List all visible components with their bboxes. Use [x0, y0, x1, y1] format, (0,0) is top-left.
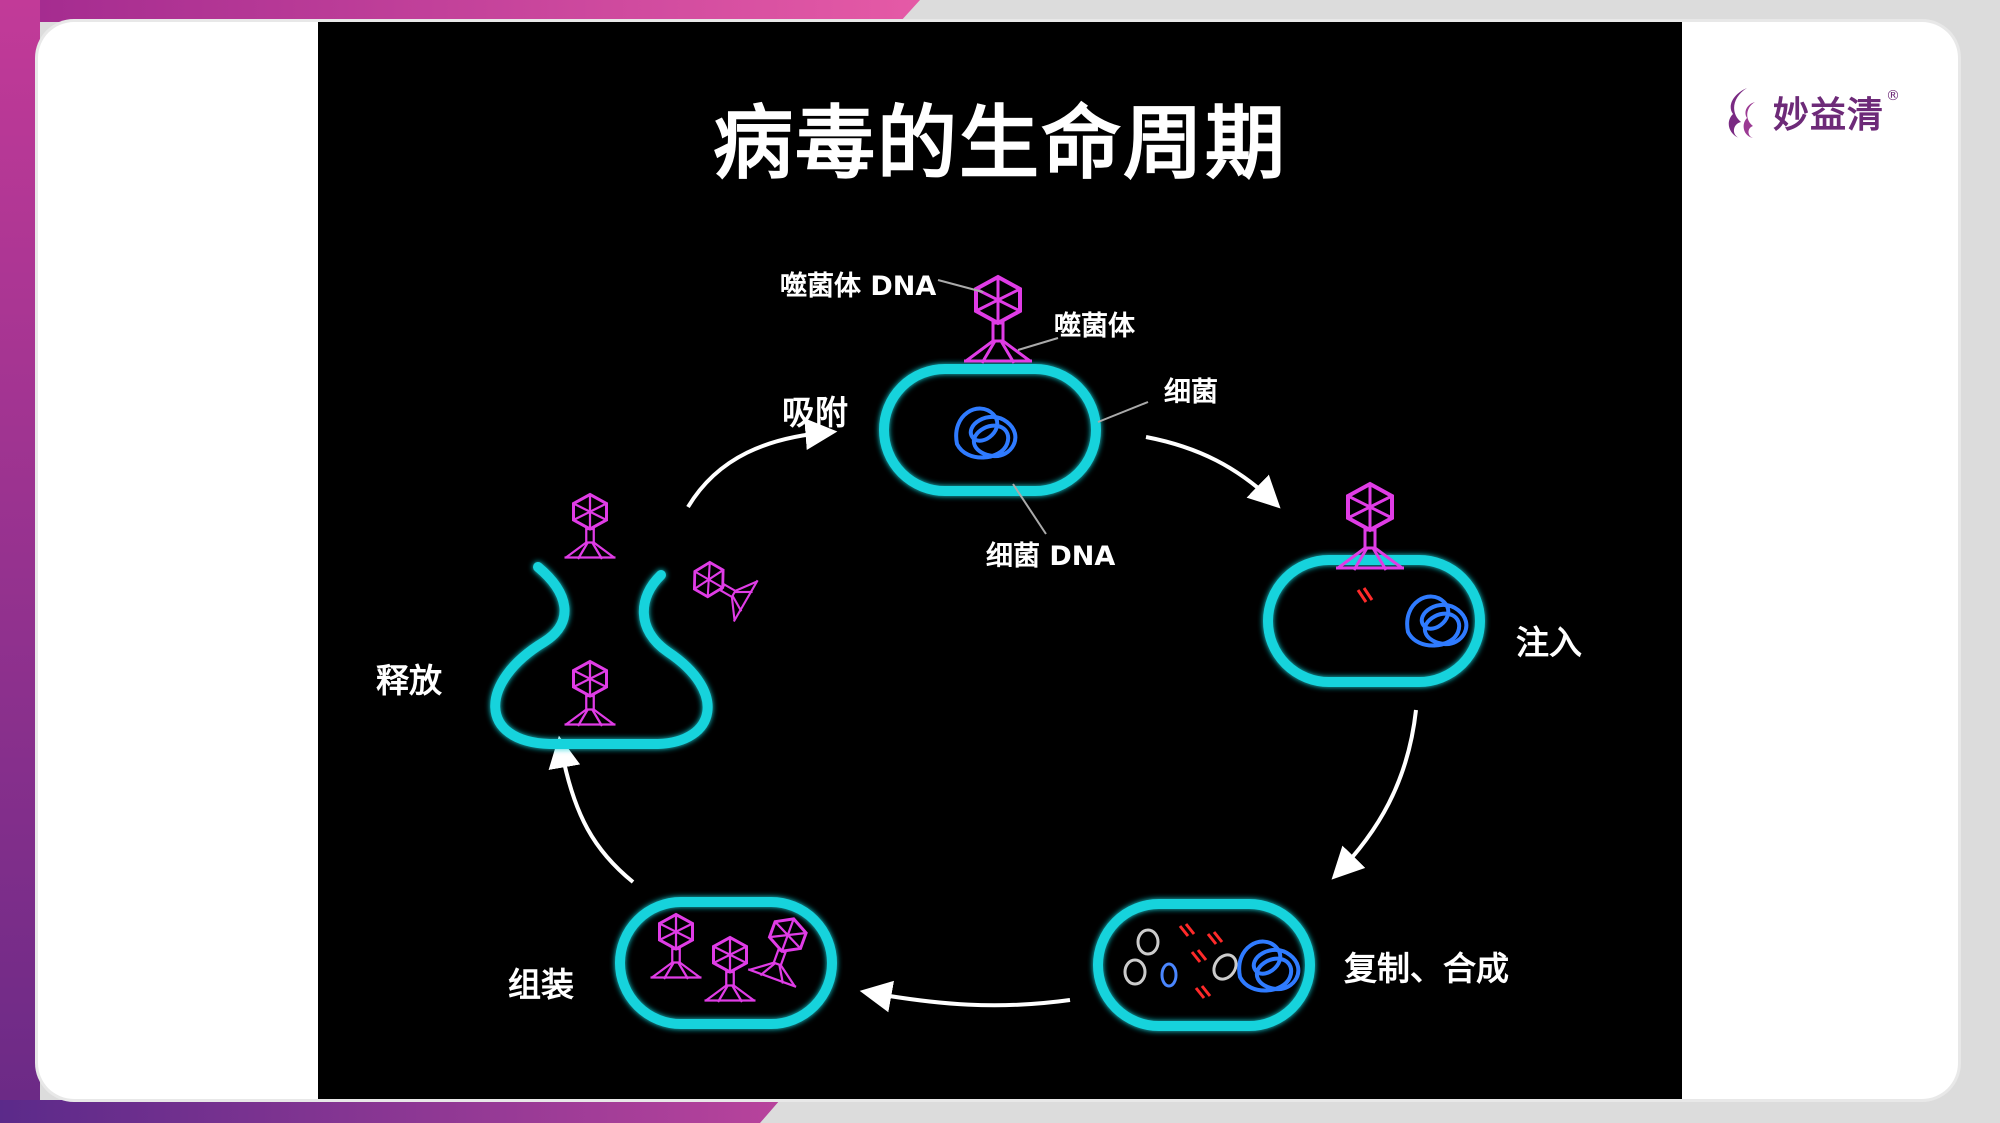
phage-icon [649, 913, 703, 981]
phage-icon [563, 493, 617, 561]
phage-icon [563, 660, 617, 728]
callout-bacterium [1097, 401, 1149, 423]
phage-dna-fragments [1178, 923, 1224, 999]
callout-phage-dna [937, 279, 984, 293]
callout-bacterial-dna [1012, 483, 1047, 535]
bacterium-cell [879, 364, 1101, 496]
phage-icon [703, 936, 757, 1004]
label-assembly: 组装 [508, 965, 574, 1004]
brand-registered-mark: ® [1886, 88, 1901, 104]
phage-dna-fragment [1356, 587, 1374, 603]
bacterial-dna-icon [1237, 939, 1301, 993]
lifecycle-slide: 病毒的生命周期 [318, 22, 1682, 1099]
stage-release [490, 493, 761, 749]
brand-flame-icon [1728, 88, 1755, 138]
label-bacterium: 细菌 [1164, 377, 1218, 408]
bacterium-cell [1093, 899, 1315, 1031]
cycle-arrows [548, 418, 1418, 1013]
brand-name: 妙益清 [1773, 95, 1885, 136]
arrow-injection-to-replication [1331, 709, 1418, 880]
stage-adsorption [879, 275, 1149, 535]
arrow-assembly-to-release [548, 735, 635, 884]
phage-icon [746, 908, 820, 990]
arrow-replication-to-assembly [859, 980, 1071, 1013]
callout-phage [1017, 337, 1059, 351]
stage-assembly [615, 897, 837, 1029]
label-phage: 噬菌体 [1054, 311, 1135, 342]
arrow-release-to-adsorption [686, 418, 838, 509]
stage-injection [1263, 482, 1485, 687]
bacterium-cell [615, 897, 837, 1029]
stage-replication [1093, 899, 1315, 1031]
replicated-components [1123, 928, 1238, 988]
label-injection: 注入 [1516, 623, 1582, 662]
page-title: 病毒的生命周期 [713, 97, 1287, 190]
label-phage-dna: 噬菌体 DNA [780, 271, 937, 302]
label-replication: 复制、合成 [1344, 949, 1509, 988]
label-bacterial-dna: 细菌 DNA [986, 541, 1116, 572]
phage-icon [681, 549, 761, 624]
burst-cell [490, 562, 713, 749]
lifecycle-diagram [490, 275, 1485, 1031]
label-release: 释放 [376, 661, 442, 700]
arrow-adsorption-to-injection [1145, 435, 1281, 509]
bacterial-dna-icon [954, 406, 1018, 460]
bacterium-cell [1263, 555, 1485, 687]
bacterial-dna-icon [1405, 594, 1469, 648]
brand-logo: 妙益清 ® [1725, 82, 1900, 142]
label-adsorption: 吸附 [782, 393, 848, 432]
